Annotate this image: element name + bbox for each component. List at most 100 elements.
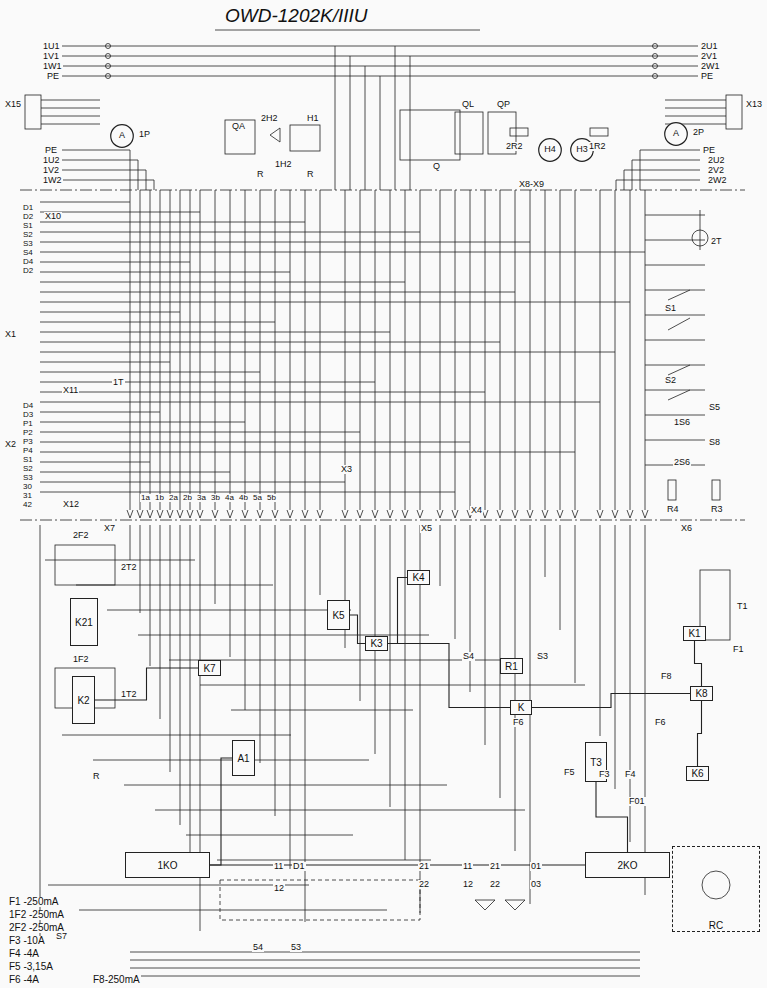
fuse-rating-note: 2F2 -250mA <box>8 923 65 933</box>
terminal-label: S1 <box>664 304 677 313</box>
wire <box>455 525 456 639</box>
plug-arrow <box>417 510 423 518</box>
wire <box>615 190 616 510</box>
wire <box>138 160 139 190</box>
terminal-label: 2W1 <box>700 62 721 71</box>
title-underline <box>215 30 480 31</box>
wire <box>380 76 381 190</box>
fuse-rating-note: 1F2 -250mA <box>8 910 65 920</box>
wire <box>500 190 501 510</box>
terminal-label: 1F2 <box>72 655 90 664</box>
terminal-label: S2 <box>664 376 677 385</box>
wire <box>345 190 346 510</box>
thyristor-h1 <box>290 125 320 151</box>
wire <box>375 190 376 510</box>
wire <box>40 492 455 493</box>
wire <box>180 525 181 825</box>
wire <box>40 342 500 343</box>
wire <box>290 190 291 510</box>
terminal-label: 21 <box>418 862 430 871</box>
wire-connector <box>388 644 510 708</box>
wire <box>62 170 146 171</box>
terminal-label: D1 <box>292 862 306 871</box>
terminal-label: X4 <box>470 506 483 515</box>
terminal-label: S2 <box>22 231 34 239</box>
terminal-label: F01 <box>628 797 646 806</box>
wire <box>600 190 601 510</box>
fuse-rating-note: F8-250mA <box>92 975 141 985</box>
wire <box>40 212 200 213</box>
wire <box>190 190 191 510</box>
terminal-label: 42 <box>22 501 33 509</box>
plug-arrow <box>227 510 233 518</box>
terminal-label: QP <box>496 100 511 109</box>
terminal-label: 2F2 <box>72 531 90 540</box>
plug-arrow <box>197 510 203 518</box>
terminal-label: QL <box>461 100 475 109</box>
terminal-label: 54 <box>252 943 264 952</box>
node-label: K2 <box>76 695 90 706</box>
terminal-label: X8-X9 <box>518 180 545 189</box>
terminal-label: 2b <box>182 494 193 502</box>
bottom-bus <box>130 968 640 969</box>
wire <box>410 56 411 190</box>
terminal-label: 1S6 <box>673 418 691 427</box>
wire <box>515 525 516 851</box>
terminal-label: QA <box>231 122 246 131</box>
wire <box>405 190 406 510</box>
wire <box>41 100 100 101</box>
resistor-symbol <box>590 128 608 136</box>
wire <box>40 362 170 363</box>
wire <box>93 760 369 761</box>
terminal-label: F6 <box>654 718 667 727</box>
rc-circuit <box>702 871 730 899</box>
section-boundary <box>20 190 745 191</box>
fuse-rating-note: F4 -4A <box>8 949 40 959</box>
wire <box>230 525 231 657</box>
terminal-dot <box>106 64 111 69</box>
plug-arrow <box>157 510 163 518</box>
wire <box>190 525 191 878</box>
terminal-label: R <box>256 170 265 179</box>
wire <box>155 810 525 811</box>
bottom-bus <box>130 960 640 961</box>
terminal-label: F6 <box>512 718 525 727</box>
wire <box>645 415 705 416</box>
wire <box>515 190 516 510</box>
contact-group <box>220 880 420 920</box>
terminal-label: X6 <box>680 524 693 533</box>
node-label: A1 <box>236 753 250 764</box>
plug-arrow <box>187 510 193 518</box>
relay-coil: K <box>510 700 532 715</box>
terminal-label: 2S6 <box>673 458 691 467</box>
terminal-label: P2 <box>22 429 34 437</box>
terminal-label: 1H2 <box>274 160 293 169</box>
wire <box>395 46 396 190</box>
wire <box>40 302 630 303</box>
wire <box>615 525 616 789</box>
node-label: 1KO <box>156 860 178 871</box>
wire <box>170 190 171 510</box>
terminal-label: H1 <box>306 114 320 123</box>
terminal-label: X10 <box>44 212 62 221</box>
terminal-label: 2R2 <box>505 142 524 151</box>
wire <box>40 202 130 203</box>
wire <box>79 910 387 911</box>
wire <box>40 322 275 323</box>
wire <box>186 835 353 836</box>
fuse-rating-note: F1 -250mA <box>8 897 59 907</box>
wire <box>455 190 456 510</box>
wire <box>40 482 345 483</box>
wire <box>40 372 260 373</box>
plug-arrow <box>147 510 153 518</box>
terminal-label: X15 <box>4 100 22 109</box>
wire <box>62 735 291 736</box>
fuse-rating-note: F6 -4A <box>8 975 40 985</box>
wire-connector <box>698 701 702 766</box>
wire <box>275 190 276 510</box>
current-transformer <box>692 230 708 246</box>
wire-connector <box>388 578 407 644</box>
wire <box>305 190 306 510</box>
wire <box>245 190 246 510</box>
terminal-label: X5 <box>420 524 433 533</box>
